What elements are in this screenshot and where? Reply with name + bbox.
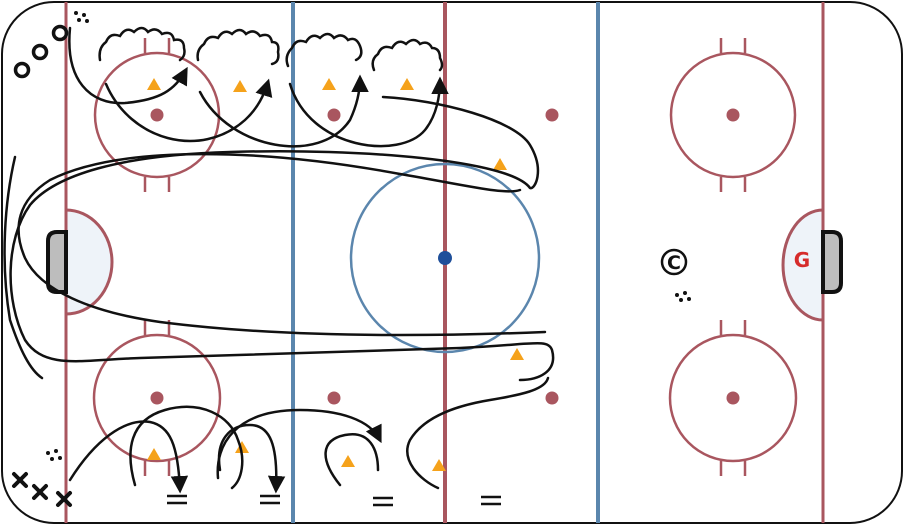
faceoff-dot	[150, 391, 164, 405]
wavy-backward-skating-icon	[371, 38, 444, 72]
neutral-zone-dot	[327, 108, 341, 122]
stop-marker-icon	[373, 496, 393, 507]
triangle-cone-icon	[432, 459, 446, 471]
wavy-backward-skating-icon	[98, 26, 186, 62]
right-top-faceoff-circle	[669, 38, 797, 192]
wavy-backward-skating-icon	[285, 32, 363, 68]
triangle-cone-icon	[510, 348, 524, 360]
skate-path-arrow	[406, 376, 550, 490]
skate-path-arrow	[216, 408, 380, 487]
triangle-cone-icon	[235, 441, 249, 453]
defense-group-icon	[12, 472, 72, 507]
skate-path-arrow	[104, 78, 273, 143]
faceoff-dot	[726, 391, 740, 405]
triangle-cone-icon	[147, 78, 161, 90]
skate-path-arrow	[68, 420, 189, 494]
goalie-label: G	[794, 248, 810, 272]
left-net-icon	[46, 230, 68, 294]
skate-path-arrow	[198, 74, 369, 148]
right-net-icon	[821, 230, 843, 294]
skate-path	[9, 95, 555, 382]
neutral-zone-dot	[545, 391, 559, 405]
puck-pile-icon	[675, 291, 691, 302]
skate-path-arrow	[129, 405, 276, 490]
triangle-cone-icon	[322, 78, 336, 90]
skate-path	[3, 155, 44, 380]
coach-label: C	[667, 252, 681, 274]
triangle-cone-icon	[400, 78, 414, 90]
triangle-cone-icon	[233, 80, 247, 92]
left-goal-crease	[64, 208, 114, 316]
triangle-cone-icon	[147, 448, 161, 460]
forward-group-icon	[13, 24, 69, 79]
wavy-backward-skating-icon	[196, 28, 280, 66]
stop-marker-icon	[481, 495, 501, 506]
puck-pile-icon	[46, 449, 62, 461]
stop-marker-icon	[167, 494, 187, 505]
right-bottom-faceoff-circle	[668, 320, 798, 476]
skate-path-arrow	[68, 26, 188, 105]
skate-path-arrow	[288, 76, 449, 148]
right-goal-crease	[781, 208, 825, 322]
puck-pile-icon	[74, 11, 89, 23]
center-faceoff-dot	[438, 251, 452, 265]
neutral-zone-dot	[545, 108, 559, 122]
skating-paths	[3, 26, 555, 494]
triangle-cone-icon	[341, 455, 355, 467]
coach-icon: C	[660, 248, 688, 276]
skate-path	[17, 152, 547, 337]
neutral-zone-dot	[327, 391, 341, 405]
left-top-faceoff-circle	[93, 38, 221, 192]
faceoff-dot	[150, 108, 164, 122]
triangle-cone-icon	[493, 158, 507, 170]
cones	[147, 78, 524, 471]
faceoff-dot	[726, 108, 740, 122]
center-faceoff-circle	[349, 162, 541, 354]
